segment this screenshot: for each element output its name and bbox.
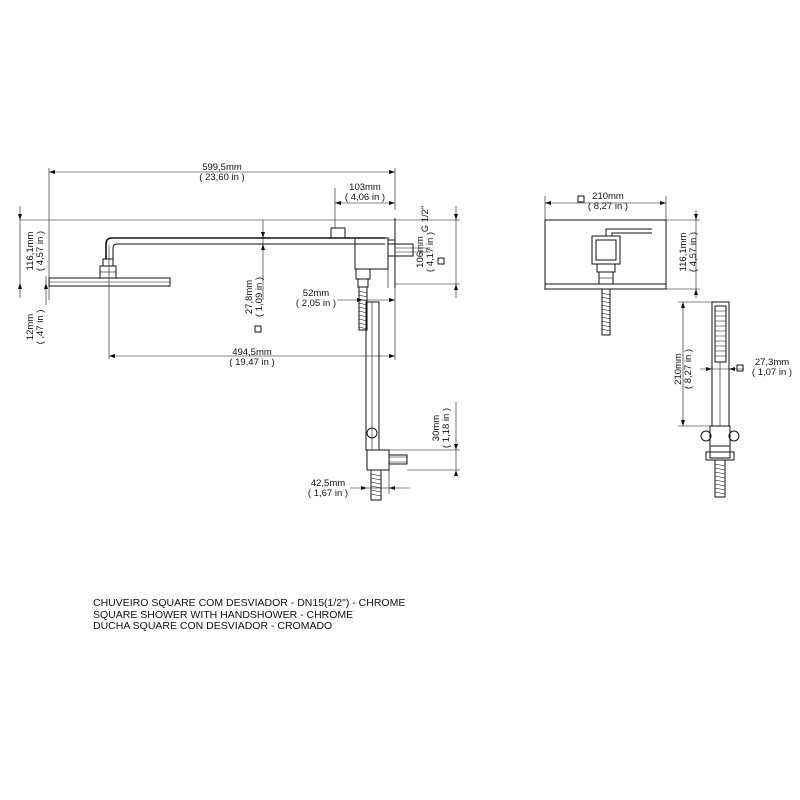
bar-offset-mm: 52mm: [303, 288, 329, 299]
diverter-in: ( 4,06 in ): [345, 192, 385, 203]
outlet-depth-in: ( 1,67 in ): [308, 488, 348, 499]
product-captions: CHUVEIRO SQUARE COM DESVIADOR - DN15(1/2…: [93, 597, 406, 633]
arm-length-mm: 599,5mm: [202, 162, 242, 173]
thread-label: G 1/2": [420, 206, 431, 233]
handshower-width-in: ( 1,07 in ): [752, 367, 792, 378]
head-width-in: ( 8,27 in ): [588, 201, 628, 212]
caption-portuguese: CHUVEIRO SQUARE COM DESVIADOR - DN15(1/2…: [93, 597, 406, 609]
head-thickness-mm: 12mm: [25, 314, 36, 340]
side-view: 599,5mm ( 23,60 in ) 103mm ( 4,06 in ) G…: [18, 162, 460, 501]
right-height-mm: 116,1mm: [678, 232, 689, 271]
reach-in: ( 19,47 in ): [229, 357, 274, 368]
caption-english: SQUARE SHOWER WITH HANDSHOWER - CHROME: [93, 608, 354, 621]
handshower-view: 210mm ( 8,27 in ) 27,3mm ( 1,07 in ): [673, 301, 792, 498]
outlet-height-in: ( 1,18 in ): [441, 408, 452, 448]
reach-mm: 494,5mm: [232, 347, 272, 358]
head-thickness-in: ( ,47 in ): [35, 310, 46, 345]
arm-length-in: ( 23,60 in ): [199, 172, 244, 183]
caption-spanish: DUCHA SQUARE CON DESVIADOR - CROMADO: [93, 620, 333, 632]
drop-in: ( 1,09 in ): [254, 277, 265, 317]
outlet-height-mm: 30mm: [431, 415, 442, 441]
wall-height-mm: 106mm: [415, 236, 426, 268]
diverter-mm: 103mm: [349, 182, 381, 193]
handshower-length-mm: 210mm: [673, 353, 684, 385]
right-height-in: ( 4,57 in ): [688, 232, 699, 272]
left-height-mm: 116,1mm: [25, 231, 36, 270]
left-height-in: ( 4,57 in ): [35, 231, 46, 271]
outlet-depth-mm: 42,5mm: [311, 478, 345, 489]
front-view: 210mm ( 8,27 in ) 116,1mm ( 4,57 in ): [544, 191, 700, 336]
bar-offset-in: ( 2,05 in ): [296, 298, 336, 309]
handshower-length-in: ( 8,27 in ): [683, 349, 694, 389]
handshower-width-mm: 27,3mm: [755, 357, 789, 368]
drop-mm: 27,8mm: [244, 280, 255, 314]
wall-height-in: ( 4,17 in ): [425, 232, 436, 272]
head-width-mm: 210mm: [592, 191, 624, 202]
